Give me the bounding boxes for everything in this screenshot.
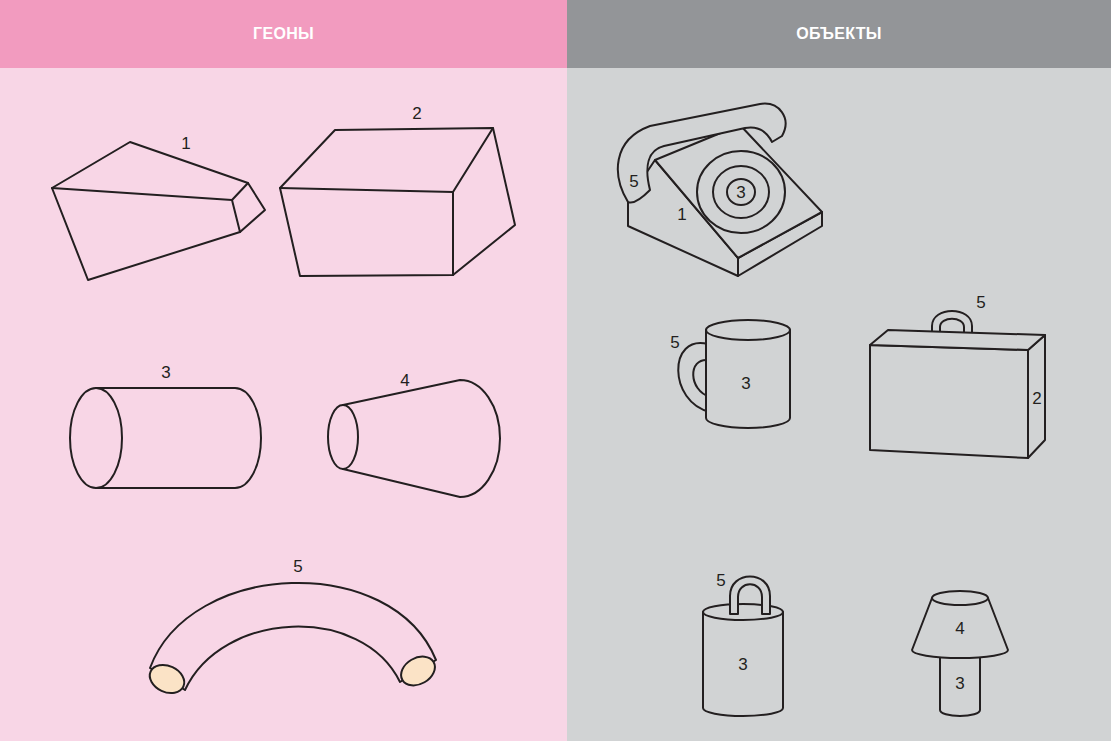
panel-heading: ГЕОНЫ <box>253 25 314 43</box>
mug-object <box>678 320 790 428</box>
callout-number: 4 <box>955 620 964 637</box>
callout-number: 3 <box>741 375 750 392</box>
callout-number: 3 <box>736 184 745 201</box>
callout-number: 2 <box>412 105 421 122</box>
callout-number: 5 <box>629 173 638 190</box>
wedge-geon <box>52 142 265 280</box>
cylinder-geon <box>70 388 261 488</box>
telephone-object <box>618 104 822 276</box>
panel-header: ГЕОНЫ <box>0 0 567 68</box>
box-geon <box>280 128 515 276</box>
cone-geon <box>328 380 500 497</box>
callout-number: 5 <box>293 558 302 575</box>
callout-number: 3 <box>955 675 964 692</box>
curved-tube-geon <box>145 583 440 699</box>
callout-number: 1 <box>181 135 190 152</box>
callout-number: 3 <box>738 656 747 673</box>
panel-heading: ОБЪЕКТЫ <box>796 25 882 43</box>
geons-panel <box>0 68 567 741</box>
suitcase-object <box>870 311 1045 458</box>
panel-header: ОБЪЕКТЫ <box>567 0 1111 68</box>
callout-number: 2 <box>1032 390 1041 407</box>
callout-number: 4 <box>400 372 409 389</box>
objects-panel <box>567 68 1111 741</box>
bucket-object <box>703 577 783 717</box>
callout-number: 3 <box>161 364 170 381</box>
callout-number: 5 <box>670 334 679 351</box>
callout-number: 5 <box>716 572 725 589</box>
callout-number: 1 <box>677 206 686 223</box>
lamp-object <box>912 591 1008 716</box>
callout-number: 5 <box>976 294 985 311</box>
